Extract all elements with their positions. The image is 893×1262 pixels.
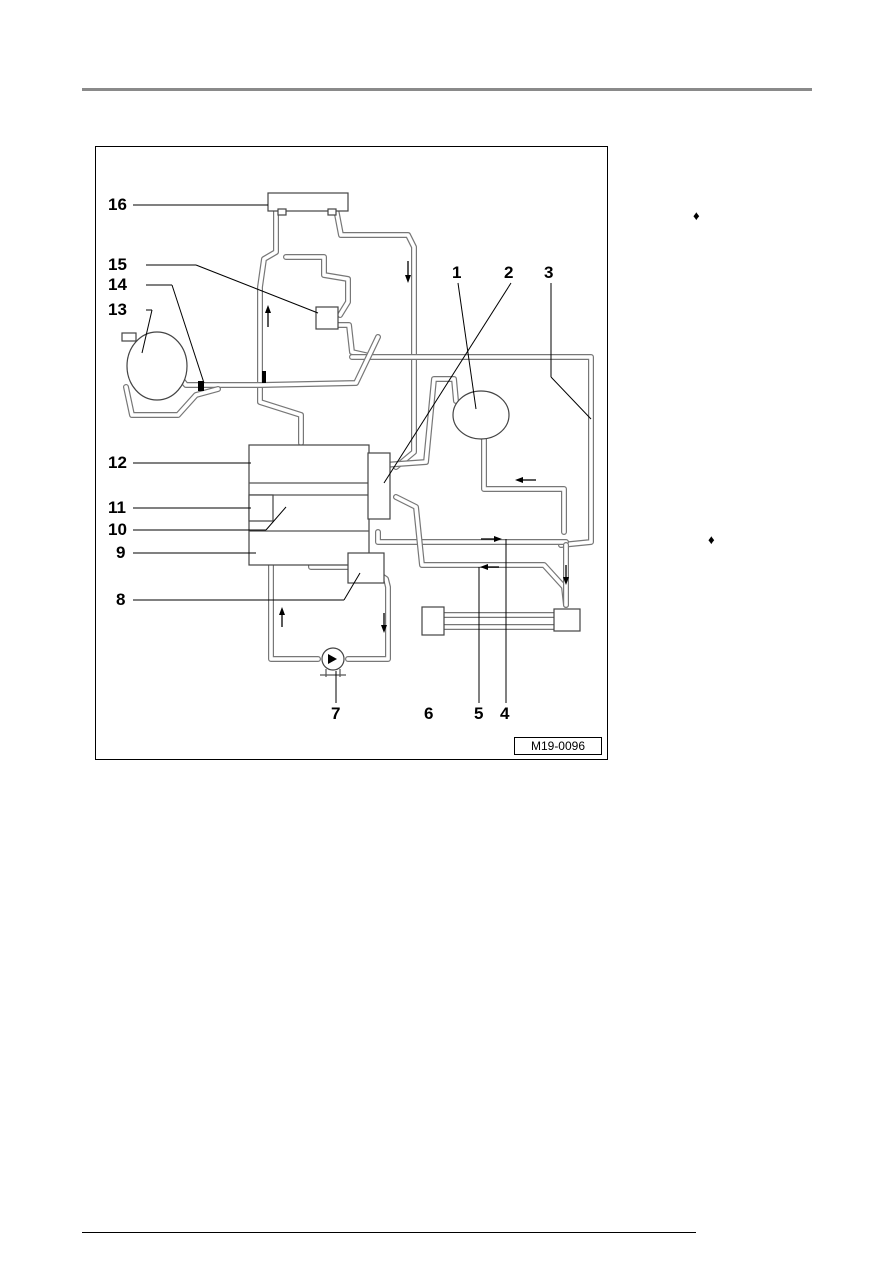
flow-arrows	[265, 261, 569, 633]
coolant-circuit-diagram: 16 15 14 13 12 11 10 9 8 1 2 3 7 6 5 4 M…	[95, 146, 608, 760]
callout-15: 15	[108, 255, 127, 274]
bullet-marker-2: ♦	[708, 532, 715, 547]
footer-rule	[82, 1232, 696, 1233]
cooler-8	[347, 552, 385, 584]
callout-3: 3	[544, 263, 553, 282]
callout-5: 5	[474, 704, 483, 723]
callout-11: 11	[108, 498, 126, 517]
callout-13: 13	[108, 300, 127, 319]
figure-reference: M19-0096	[514, 737, 602, 755]
bullet-marker-1: ♦	[693, 208, 700, 223]
callout-10: 10	[108, 520, 127, 539]
reservoir-13	[126, 331, 188, 401]
callout-labels: 16 15 14 13 12 11 10 9 8 1 2 3 7 6 5 4	[108, 195, 553, 723]
radiator-right-tank	[553, 608, 581, 632]
callout-6: 6	[424, 704, 433, 723]
callout-8: 8	[116, 590, 125, 609]
callout-4: 4	[500, 704, 510, 723]
expansion-tank-16	[267, 192, 349, 212]
header-rule	[82, 88, 812, 91]
flange-2	[367, 452, 391, 520]
radiator-6	[421, 606, 445, 636]
valve-15	[315, 306, 339, 330]
diagram-drawing: 16 15 14 13 12 11 10 9 8 1 2 3 7 6 5 4	[108, 192, 594, 723]
components	[121, 192, 581, 677]
heater-1	[452, 390, 510, 440]
callout-16: 16	[108, 195, 127, 214]
hoses	[123, 206, 594, 662]
leader-lines	[133, 204, 592, 703]
callout-7: 7	[331, 704, 340, 723]
thermostat-11	[248, 494, 274, 522]
callout-12: 12	[108, 453, 127, 472]
callout-2: 2	[504, 263, 513, 282]
callout-9: 9	[116, 543, 125, 562]
callout-14: 14	[108, 275, 127, 294]
callout-1: 1	[452, 263, 461, 282]
